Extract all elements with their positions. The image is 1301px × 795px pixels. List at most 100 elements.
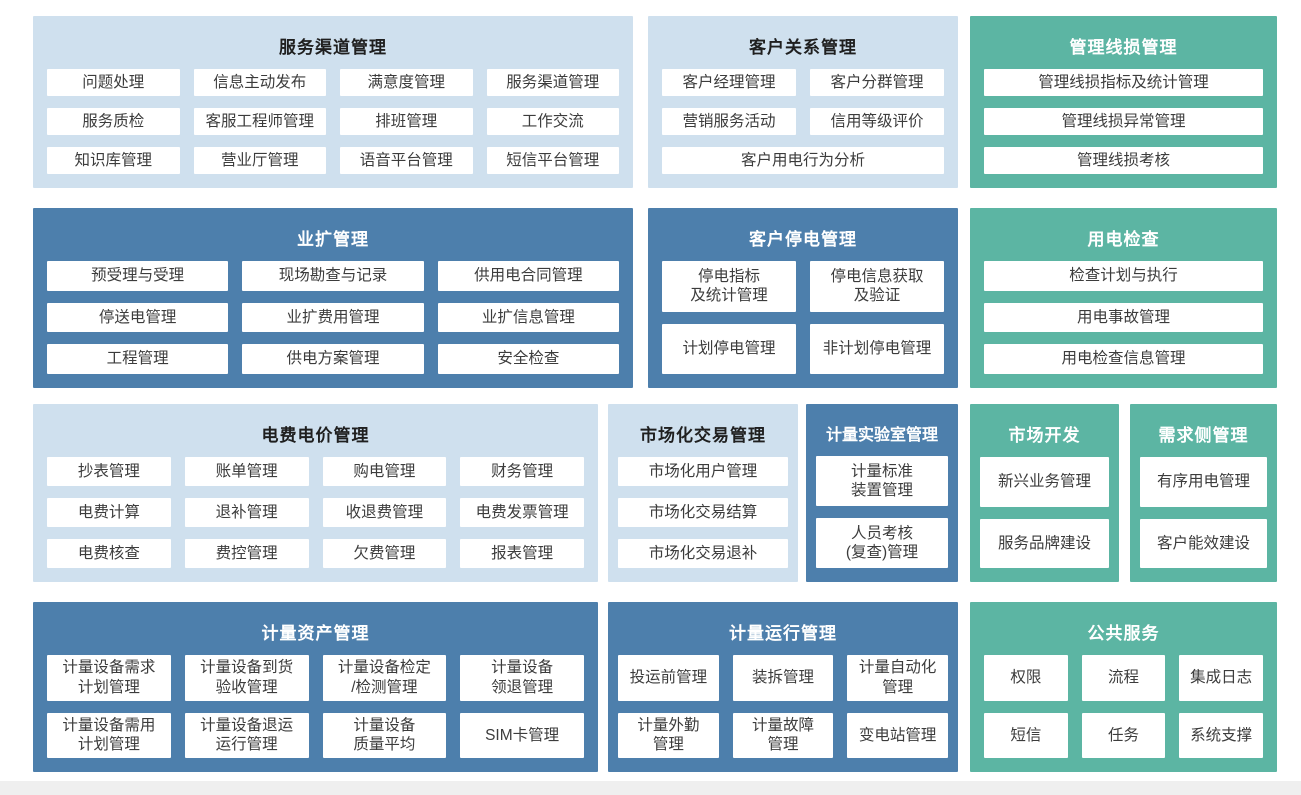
module-box: 抄表管理: [47, 457, 171, 486]
module-box: 欠费管理: [322, 539, 447, 568]
module-box: 流程: [1081, 655, 1166, 701]
module-box: 管理线损异常管理: [984, 108, 1263, 135]
module-box: 市场化用户管理: [618, 457, 788, 486]
module-box: 计量设备 领退管理: [460, 655, 584, 701]
block-demand-side-management: 需求侧管理有序用电管理客户能效建设: [1130, 404, 1277, 582]
bottom-margin-strip: [0, 781, 1301, 795]
module-box: 任务: [1081, 712, 1166, 758]
block-grid: 停电指标 及统计管理停电信息获取 及验证计划停电管理非计划停电管理: [662, 261, 944, 374]
module-box: 停电信息获取 及验证: [810, 261, 944, 312]
module-box: 营业厅管理: [193, 147, 326, 174]
block-grid: 投运前管理装拆管理计量自动化 管理计量外勤 管理计量故障 管理变电站管理: [618, 655, 948, 758]
block-title: 公共服务: [1087, 624, 1160, 643]
block-business-expansion-management: 业扩管理预受理与受理现场勘查与记录供用电合同管理停送电管理业扩费用管理业扩信息管…: [33, 208, 633, 388]
block-title: 管理线损管理: [1069, 38, 1178, 57]
module-box: 计量设备 质量平均: [322, 712, 447, 758]
module-box: 费控管理: [184, 539, 309, 568]
module-box: 用电检查信息管理: [984, 344, 1263, 374]
block-market-development: 市场开发新兴业务管理服务品牌建设: [970, 404, 1119, 582]
module-box: 停送电管理: [47, 302, 229, 333]
block-grid: 问题处理信息主动发布满意度管理服务渠道管理服务质检客服工程师管理排班管理工作交流…: [47, 69, 619, 174]
module-box: 投运前管理: [618, 655, 719, 701]
module-box: 短信平台管理: [486, 147, 619, 174]
module-box: 退补管理: [184, 498, 309, 527]
module-box: 电费发票管理: [460, 498, 584, 527]
module-box: 计量自动化 管理: [847, 655, 948, 701]
module-box: 变电站管理: [847, 712, 948, 758]
block-title: 业扩管理: [297, 230, 369, 249]
module-box: 电费核查: [47, 539, 171, 568]
block-title: 市场开发: [1008, 426, 1081, 445]
block-title: 服务渠道管理: [279, 38, 387, 57]
module-box: 计量外勤 管理: [618, 712, 719, 758]
module-box: 工作交流: [486, 108, 619, 135]
module-box: 报表管理: [460, 539, 584, 568]
block-title: 计量资产管理: [261, 624, 370, 643]
module-box: 信息主动发布: [193, 69, 326, 96]
module-box: 人员考核 (复查)管理: [816, 518, 948, 568]
block-metering-lab-management: 计量实验室管理计量标准 装置管理人员考核 (复查)管理: [806, 404, 958, 582]
module-box: 知识库管理: [47, 147, 180, 174]
block-electricity-inspection: 用电检查检查计划与执行用电事故管理用电检查信息管理: [970, 208, 1277, 388]
block-title: 用电检查: [1087, 230, 1160, 249]
module-box: 收退费管理: [322, 498, 447, 527]
block-customer-relationship-management: 客户关系管理客户经理管理客户分群管理营销服务活动信用等级评价客户用电行为分析: [648, 16, 958, 188]
block-title: 客户停电管理: [749, 230, 857, 249]
block-grid: 抄表管理账单管理购电管理财务管理电费计算退补管理收退费管理电费发票管理电费核查费…: [47, 457, 584, 568]
module-box: 装拆管理: [732, 655, 834, 701]
module-box: 服务品牌建设: [980, 518, 1109, 568]
block-service-channel-management: 服务渠道管理问题处理信息主动发布满意度管理服务渠道管理服务质检客服工程师管理排班…: [33, 16, 633, 188]
module-box: 客户分群管理: [810, 69, 944, 96]
block-grid: 预受理与受理现场勘查与记录供用电合同管理停送电管理业扩费用管理业扩信息管理工程管…: [47, 261, 619, 374]
module-box: 问题处理: [47, 69, 180, 96]
module-box: 计量设备检定 /检测管理: [322, 655, 447, 701]
module-box: 管理线损指标及统计管理: [984, 69, 1263, 96]
module-box: 集成日志: [1179, 655, 1263, 701]
module-box: 账单管理: [184, 457, 309, 486]
module-box: 有序用电管理: [1140, 457, 1267, 507]
module-box: 计量设备需用 计划管理: [47, 712, 171, 758]
module-box: 信用等级评价: [810, 108, 944, 135]
module-box: 计量标准 装置管理: [816, 456, 948, 506]
module-box: 停电指标 及统计管理: [662, 261, 796, 312]
module-box: 电费计算: [47, 498, 171, 527]
module-box: 服务质检: [47, 108, 180, 135]
module-box: 服务渠道管理: [486, 69, 619, 96]
module-box: 语音平台管理: [340, 147, 473, 174]
module-box: 计量故障 管理: [732, 712, 834, 758]
module-box: 非计划停电管理: [810, 323, 944, 374]
module-box: 排班管理: [340, 108, 473, 135]
module-box: 营销服务活动: [662, 108, 796, 135]
module-box: 客户经理管理: [662, 69, 796, 96]
module-box: 客服工程师管理: [193, 108, 326, 135]
block-title: 计量运行管理: [729, 624, 837, 643]
module-box: 计量设备到货 验收管理: [184, 655, 309, 701]
module-box: 市场化交易退补: [618, 539, 788, 568]
block-market-trade-management: 市场化交易管理市场化用户管理市场化交易结算市场化交易退补: [608, 404, 798, 582]
module-box: 购电管理: [322, 457, 447, 486]
module-box: 工程管理: [47, 344, 229, 374]
module-box: 业扩信息管理: [437, 302, 619, 333]
block-metering-asset-management: 计量资产管理计量设备需求 计划管理计量设备到货 验收管理计量设备检定 /检测管理…: [33, 602, 598, 772]
module-box: 权限: [984, 655, 1068, 701]
module-box: 现场勘查与记录: [242, 261, 424, 291]
block-grid: 新兴业务管理服务品牌建设: [980, 457, 1109, 568]
module-box: 系统支撑: [1179, 712, 1263, 758]
module-box: 管理线损考核: [984, 147, 1263, 174]
module-box: 供用电合同管理: [437, 261, 619, 291]
block-title: 需求侧管理: [1158, 426, 1249, 445]
module-box: 供电方案管理: [242, 344, 424, 374]
module-box: 检查计划与执行: [984, 261, 1263, 291]
module-box: SIM卡管理: [460, 712, 584, 758]
module-box: 市场化交易结算: [618, 498, 788, 527]
block-public-services: 公共服务权限流程集成日志短信任务系统支撑: [970, 602, 1277, 772]
block-customer-outage-management: 客户停电管理停电指标 及统计管理停电信息获取 及验证计划停电管理非计划停电管理: [648, 208, 958, 388]
module-box: 客户能效建设: [1140, 518, 1267, 568]
module-box: 财务管理: [460, 457, 584, 486]
module-box: 业扩费用管理: [242, 302, 424, 333]
block-grid: 计量标准 装置管理人员考核 (复查)管理: [816, 456, 948, 568]
module-box: 安全检查: [437, 344, 619, 374]
module-box: 计量设备需求 计划管理: [47, 655, 171, 701]
module-box: 客户用电行为分析: [662, 147, 944, 174]
